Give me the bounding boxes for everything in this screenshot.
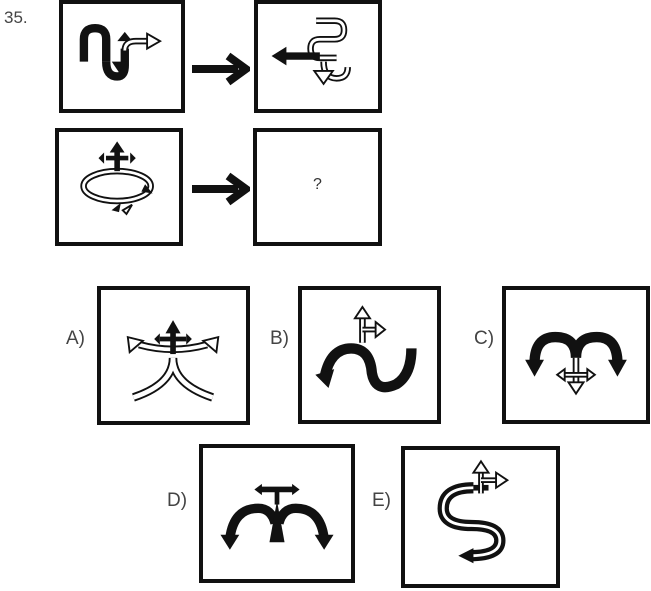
option-c-box[interactable] [502,286,650,424]
option-d-label: D) [167,490,188,511]
right-arrow-icon [192,52,250,86]
option-e-label: E) [372,490,391,511]
unknown-answer-box: ? [253,128,382,246]
option-a-box[interactable] [97,286,250,425]
mirrored-loop-arrows-figure [271,17,351,86]
question-mark: ? [313,176,322,193]
option-a-figure [126,320,220,402]
example-source-box [59,0,185,113]
option-a-label: A) [66,328,85,349]
right-arrow-icon [192,172,250,206]
option-e-figure [437,459,510,564]
option-b-box[interactable] [298,286,441,424]
question-number: 35. [4,8,28,27]
option-d-figure [220,483,334,550]
option-b-label: B) [270,328,289,349]
option-c-label: C) [474,328,495,349]
circular-arrows-figure [80,141,154,216]
loop-arrows-figure [79,23,162,81]
option-b-figure [315,305,417,393]
example-target-box [254,0,382,113]
question-source-box [55,128,183,246]
option-c-figure [525,331,627,396]
option-d-box[interactable] [199,444,355,583]
option-e-box[interactable] [401,446,560,588]
